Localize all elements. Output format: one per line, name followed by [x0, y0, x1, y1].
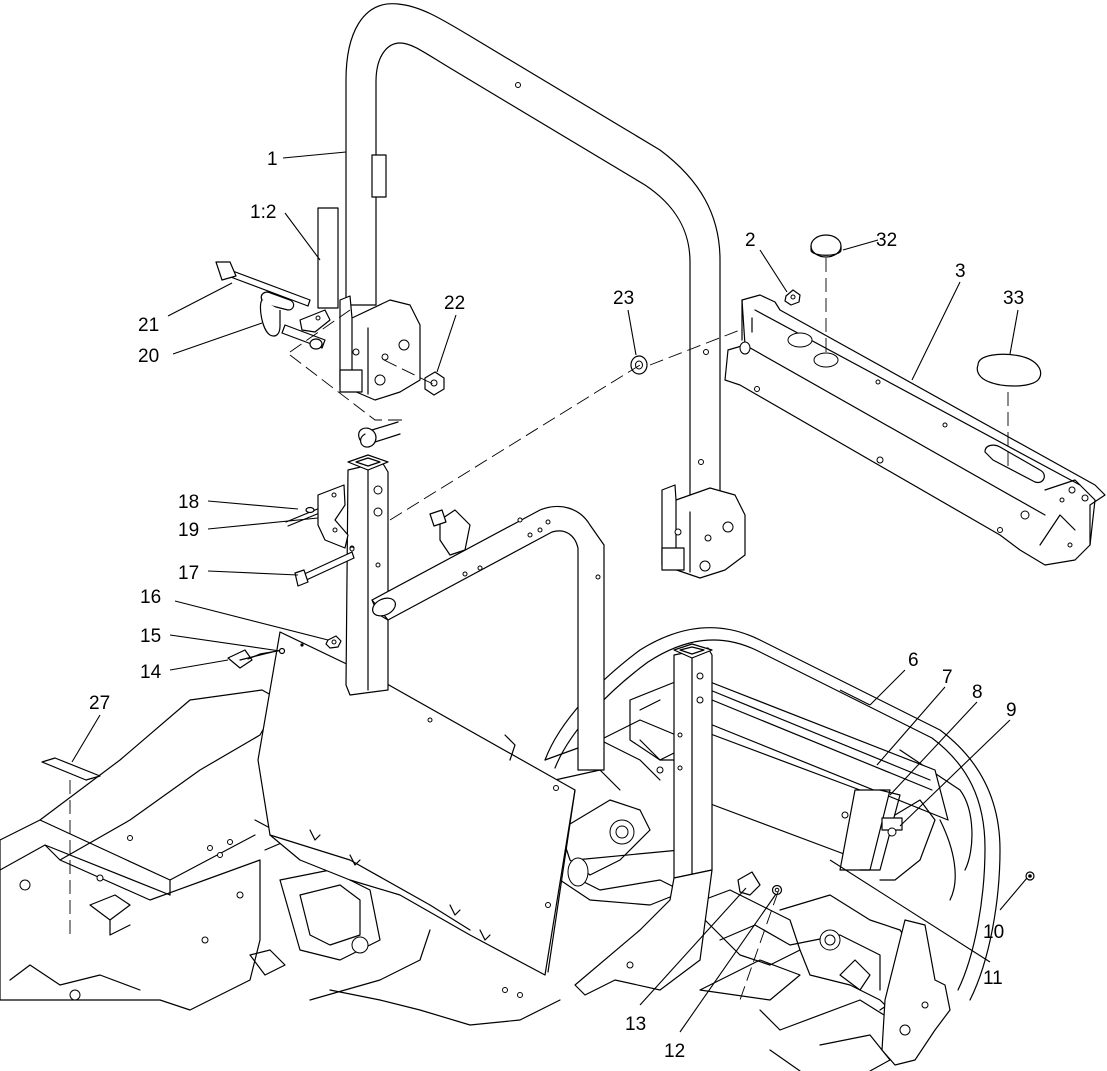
callout-3: 3 — [955, 261, 966, 282]
callout-6: 6 — [908, 650, 919, 671]
callout-1: 1 — [267, 149, 278, 170]
upper-rollbar-loop — [339, 3, 746, 579]
decal-1-2 — [317, 207, 339, 309]
callout-7: 7 — [942, 667, 953, 688]
pivot-hardware-left — [215, 261, 445, 448]
seat-mount-assembly — [629, 679, 949, 881]
leader-lines — [71, 151, 1028, 1033]
decal-27 — [41, 757, 101, 781]
callout-9: 9 — [1006, 700, 1017, 721]
callout-14: 14 — [140, 662, 162, 683]
callout-10: 10 — [983, 922, 1004, 943]
callout-1-2: 1:2 — [250, 202, 276, 223]
callout-17: 17 — [178, 563, 199, 584]
callout-20: 20 — [138, 346, 159, 367]
callout-27: 27 — [89, 693, 110, 714]
assembly-lines — [69, 258, 1009, 1001]
callout-8: 8 — [972, 682, 983, 703]
callout-18: 18 — [178, 492, 199, 513]
callout-13: 13 — [625, 1014, 646, 1035]
callout-21: 21 — [138, 315, 159, 336]
callout-33: 33 — [1003, 288, 1024, 309]
rear-guard-panel — [257, 631, 576, 976]
callout-labels: 1 1:2 2 3 6 7 8 9 10 11 12 13 14 15 16 1… — [89, 149, 1024, 1062]
fasteners-12-13 — [737, 871, 1035, 896]
seat-support-bar — [724, 294, 1106, 566]
callout-11: 11 — [983, 968, 1003, 989]
callout-32: 32 — [876, 230, 897, 251]
callout-23: 23 — [613, 288, 634, 309]
small-parts-left — [227, 484, 355, 669]
plugs-32-33 — [810, 234, 1042, 387]
callout-16: 16 — [140, 587, 161, 608]
callout-19: 19 — [178, 520, 199, 541]
callout-2: 2 — [745, 230, 756, 251]
callout-15: 15 — [140, 626, 161, 647]
callout-12: 12 — [664, 1041, 685, 1062]
callout-22: 22 — [444, 293, 465, 314]
washers-2-23 — [630, 289, 801, 375]
lower-rollbar — [345, 454, 713, 996]
